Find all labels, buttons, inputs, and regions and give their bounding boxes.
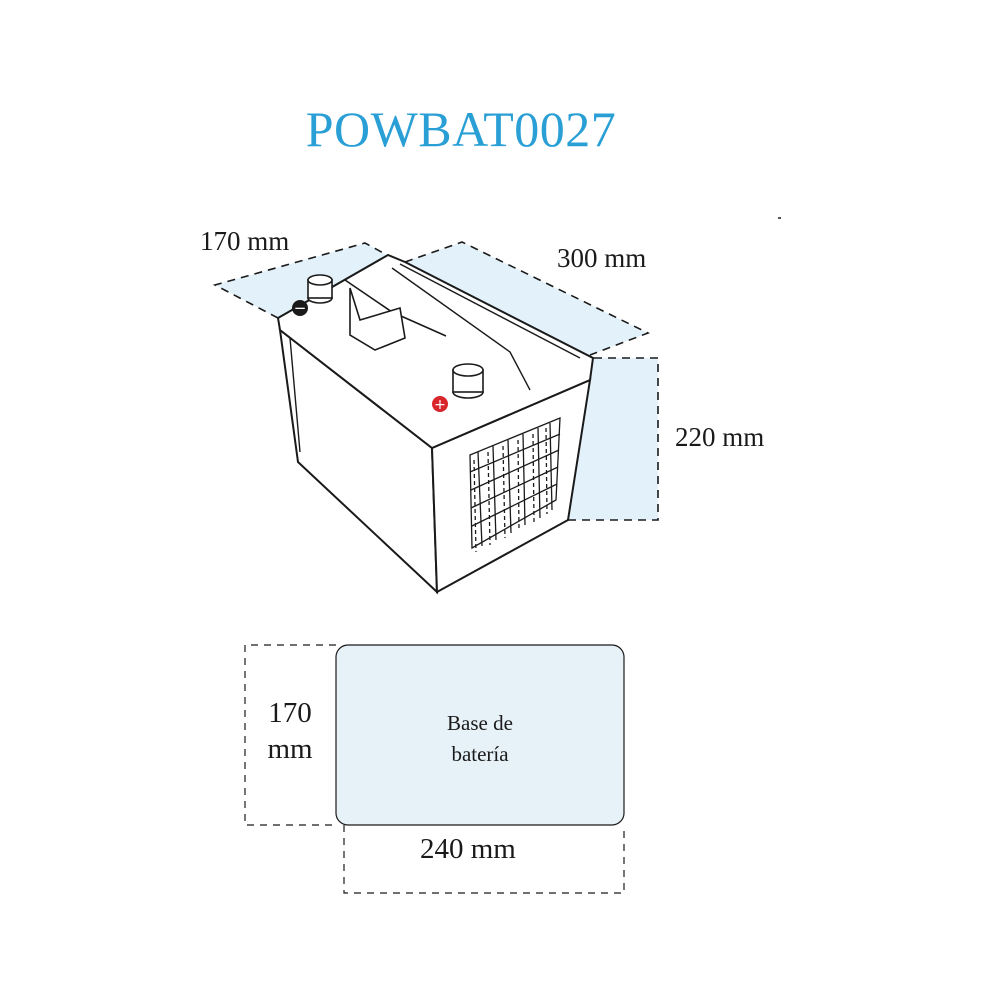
base-width-unit: mm <box>267 733 313 765</box>
height-guide <box>468 357 659 521</box>
base-length-guide <box>343 825 625 894</box>
vent-grid <box>469 417 561 553</box>
positive-symbol-text: + <box>434 397 446 413</box>
base-label: Base de batería <box>336 708 624 770</box>
negative-terminal <box>307 274 333 304</box>
base-label-line1: Base de <box>447 711 513 735</box>
width-guide <box>212 242 401 319</box>
negative-symbol-text: − <box>294 299 307 317</box>
width-top-label: 170 mm <box>200 226 290 256</box>
length-top-label: 300 mm <box>557 243 647 273</box>
base-width-label: 170 mm <box>245 695 335 767</box>
base-length-label: 240 mm <box>420 833 516 865</box>
length-guide <box>404 241 651 356</box>
negative-symbol-icon <box>292 300 308 316</box>
base-rect <box>335 644 625 826</box>
page-title: POWBAT0027 <box>305 101 617 157</box>
height-label: 220 mm <box>675 422 765 452</box>
base-width-guide <box>244 644 336 826</box>
base-width-value: 170 <box>268 697 312 729</box>
dimension-guides <box>212 241 659 521</box>
positive-terminal <box>452 363 484 399</box>
base-guides <box>244 644 625 894</box>
positive-symbol-icon <box>432 396 448 412</box>
handle-recess <box>349 287 406 351</box>
base-label-line2: batería <box>451 742 509 766</box>
height-plane <box>565 358 658 520</box>
battery-top <box>276 253 595 450</box>
top-length-plane <box>405 242 648 355</box>
